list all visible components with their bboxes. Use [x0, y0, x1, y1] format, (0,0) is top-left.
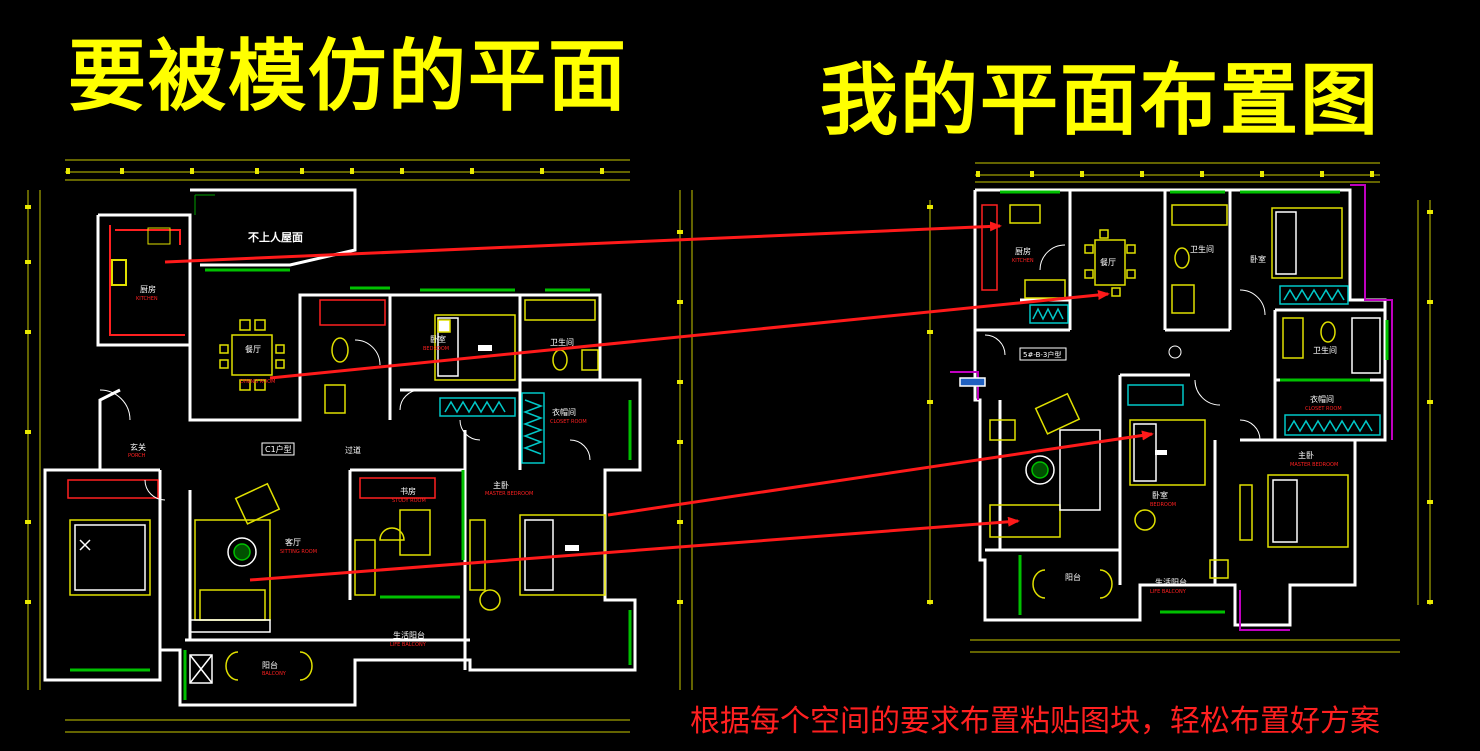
- mapping-arrows: [164, 221, 1154, 582]
- right-bathroom-b-fixtures: [1282, 317, 1381, 374]
- left-label-master: 主卧: [493, 480, 509, 490]
- right-kitchen-fixtures: [981, 204, 1066, 299]
- left-label-living: 客厅: [285, 537, 301, 547]
- left-label-life-balcony-en: LIFE BALCONY: [390, 642, 427, 648]
- right-label-bathroom-b: 卫生间: [1313, 345, 1337, 355]
- left-kitchen-fixtures: [109, 225, 185, 336]
- left-room-labels: 不上人屋面 厨房 KITCHEN 餐厅 DINING ROOM 玄关 PORCH…: [128, 230, 587, 677]
- left-label-dining-en: DINING ROOM: [240, 379, 275, 385]
- left-doors: [99, 339, 591, 501]
- left-label-study-en: STUDY ROOM: [392, 498, 426, 504]
- left-label-study: 书房: [400, 486, 416, 496]
- right-label-bedroom-b: 卧室: [1152, 490, 1168, 500]
- arrow-kitchen: [164, 221, 1002, 264]
- left-label-life-balcony: 生活阳台: [393, 630, 425, 640]
- right-unit-label: 5#-B-3户型: [1023, 350, 1061, 359]
- left-unit-label: C1户型: [265, 444, 292, 454]
- right-outer-trim: [950, 184, 1393, 631]
- right-label-kitchen: 厨房: [1015, 246, 1031, 256]
- left-label-bedroom: 卧室: [430, 334, 446, 344]
- arrow-master-bedroom: [607, 430, 1154, 517]
- right-bedroom-b-bed: [1129, 419, 1206, 531]
- left-label-corridor: 过道: [345, 445, 361, 455]
- right-living-furniture: [959, 377, 1101, 538]
- left-closet-wardrobe: [521, 392, 545, 464]
- left-kitchen-sink: [147, 227, 171, 245]
- right-closet-wardrobe: [1127, 384, 1381, 436]
- right-doors: [984, 244, 1266, 441]
- right-bathroom-a-fixtures: [1171, 204, 1228, 314]
- left-label-bedroom-en: BEDROOM: [423, 346, 449, 352]
- left-label-dining: 餐厅: [245, 345, 261, 354]
- left-master-bedroom-bed: [469, 514, 606, 611]
- left-label-foyer-en: PORCH: [128, 453, 146, 459]
- right-label-life-balcony-en: LIFE BALCONY: [1150, 589, 1187, 595]
- right-label-closet: 衣帽间: [1310, 394, 1334, 404]
- right-unit-label-box: [1019, 347, 1067, 361]
- right-dining-table: [1084, 229, 1136, 297]
- right-label-dining: 餐厅: [1100, 258, 1116, 267]
- right-bedroom-a-bed: [1271, 207, 1343, 279]
- right-master-bed: [1239, 474, 1349, 548]
- right-room-labels: 厨房 KITCHEN 餐厅 卫生间 卧室 5#-B-3户型 卫生间 衣帽间 CL…: [1012, 244, 1342, 595]
- left-bedroom-bed: [434, 314, 516, 381]
- left-label-balcony-en: BALCONY: [262, 671, 287, 677]
- left-label-roof: 不上人屋面: [248, 230, 303, 244]
- right-label-balcony: 阳台: [1065, 572, 1081, 582]
- right-label-master-en: MASTER BEDROOM: [1290, 462, 1338, 468]
- right-dimension-ticks: [927, 171, 1433, 604]
- right-label-bedroom-b-en: BEDROOM: [1150, 502, 1176, 508]
- left-bedroom-wardrobe: [439, 397, 516, 417]
- right-label-closet-en: CLOSET ROOM: [1305, 406, 1342, 412]
- left-bathroom-fixtures: [319, 299, 599, 414]
- left-label-foyer: 玄关: [130, 442, 146, 452]
- left-label-balcony: 阳台: [262, 660, 278, 670]
- right-label-kitchen-en: KITCHEN: [1012, 258, 1034, 264]
- left-balcony-furniture: [189, 651, 313, 684]
- right-label-life-balcony: 生活阳台: [1155, 577, 1187, 587]
- caption-text: 根据每个空间的要求布置粘贴图块，轻松布置好方案: [690, 704, 1380, 739]
- right-label-master: 主卧: [1298, 450, 1314, 460]
- left-label-kitchen: 厨房: [140, 284, 156, 294]
- left-walls: [43, 188, 642, 707]
- left-roof-edge: [194, 194, 215, 215]
- right-label-bedroom-a: 卧室: [1250, 254, 1266, 264]
- left-dining-table: [219, 319, 285, 391]
- left-unit-label-box: [261, 442, 295, 456]
- left-label-closet: 衣帽间: [552, 407, 576, 417]
- left-label-bathroom: 卫生间: [550, 337, 574, 347]
- left-windows: [70, 268, 632, 700]
- right-windows: [1000, 190, 1389, 615]
- left-floor-plan: 不上人屋面 厨房 KITCHEN 餐厅 DINING ROOM 玄关 PORCH…: [25, 159, 693, 733]
- right-plan-title: 我的平面布置图: [820, 56, 1381, 146]
- right-bedroom-a-wardrobe: [1029, 285, 1349, 324]
- left-label-closet-en: CLOSET ROOM: [550, 419, 587, 425]
- right-label-bathroom-a: 卫生间: [1190, 244, 1214, 254]
- right-floor-plan: 厨房 KITCHEN 餐厅 卫生间 卧室 5#-B-3户型 卫生间 衣帽间 CL…: [927, 162, 1433, 653]
- left-label-kitchen-en: KITCHEN: [136, 296, 158, 302]
- arrow-dining: [269, 290, 1110, 380]
- left-living-furniture: [189, 482, 281, 633]
- left-dimension-ticks: [25, 168, 683, 604]
- left-study-furniture: [354, 477, 436, 596]
- right-balcony-furniture: [1032, 559, 1229, 599]
- left-label-living-en: SITTING ROOM: [280, 549, 317, 555]
- left-dimension-lines: [27, 159, 693, 733]
- left-plan-title: 要被模仿的平面: [68, 32, 629, 122]
- arrow-living-room: [249, 516, 1020, 582]
- left-secondary-bedroom: [67, 479, 159, 596]
- left-label-master-en: MASTER BEDROOM: [485, 491, 533, 497]
